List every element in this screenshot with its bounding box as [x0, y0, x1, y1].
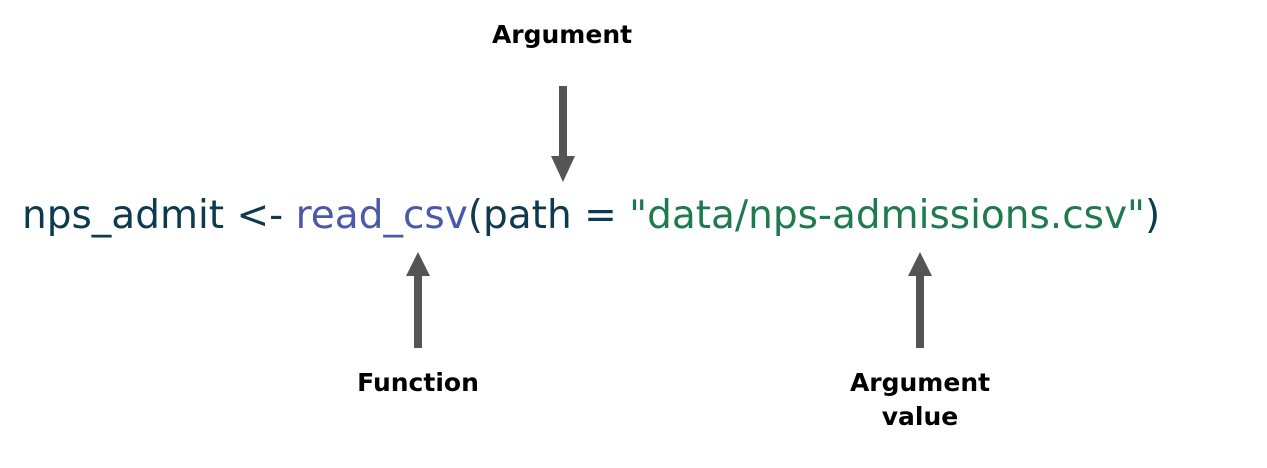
code-close-paren: ) [1145, 193, 1161, 238]
function-arrow [406, 252, 430, 348]
argument-arrow-shaft [559, 86, 567, 158]
function-arrow-head [406, 252, 430, 276]
argument-value-label-line2: value [881, 402, 959, 431]
code-argument-name: path [483, 193, 572, 238]
code-line: nps_admit <- read_csv(path = "data/nps-a… [22, 186, 1160, 246]
argument-arrow [551, 86, 575, 182]
argument-value-arrow [908, 252, 932, 348]
argument-value-arrow-head [908, 252, 932, 276]
code-variable: nps_admit [22, 193, 225, 238]
argument-arrow-head [551, 156, 575, 182]
code-open-paren: ( [467, 193, 484, 238]
argument-label: Argument [491, 20, 633, 49]
argument-value-label: Argument value [850, 366, 990, 434]
argument-value-arrow-shaft [916, 274, 924, 348]
argument-value-label-line1: Argument [849, 368, 991, 397]
function-label: Function [357, 368, 479, 397]
code-string-value: "data/nps-admissions.csv" [629, 193, 1145, 238]
code-function-name: read_csv [295, 193, 468, 238]
code-equals: = [571, 193, 630, 238]
function-arrow-shaft [414, 274, 422, 348]
code-assign-operator: <- [224, 193, 296, 238]
